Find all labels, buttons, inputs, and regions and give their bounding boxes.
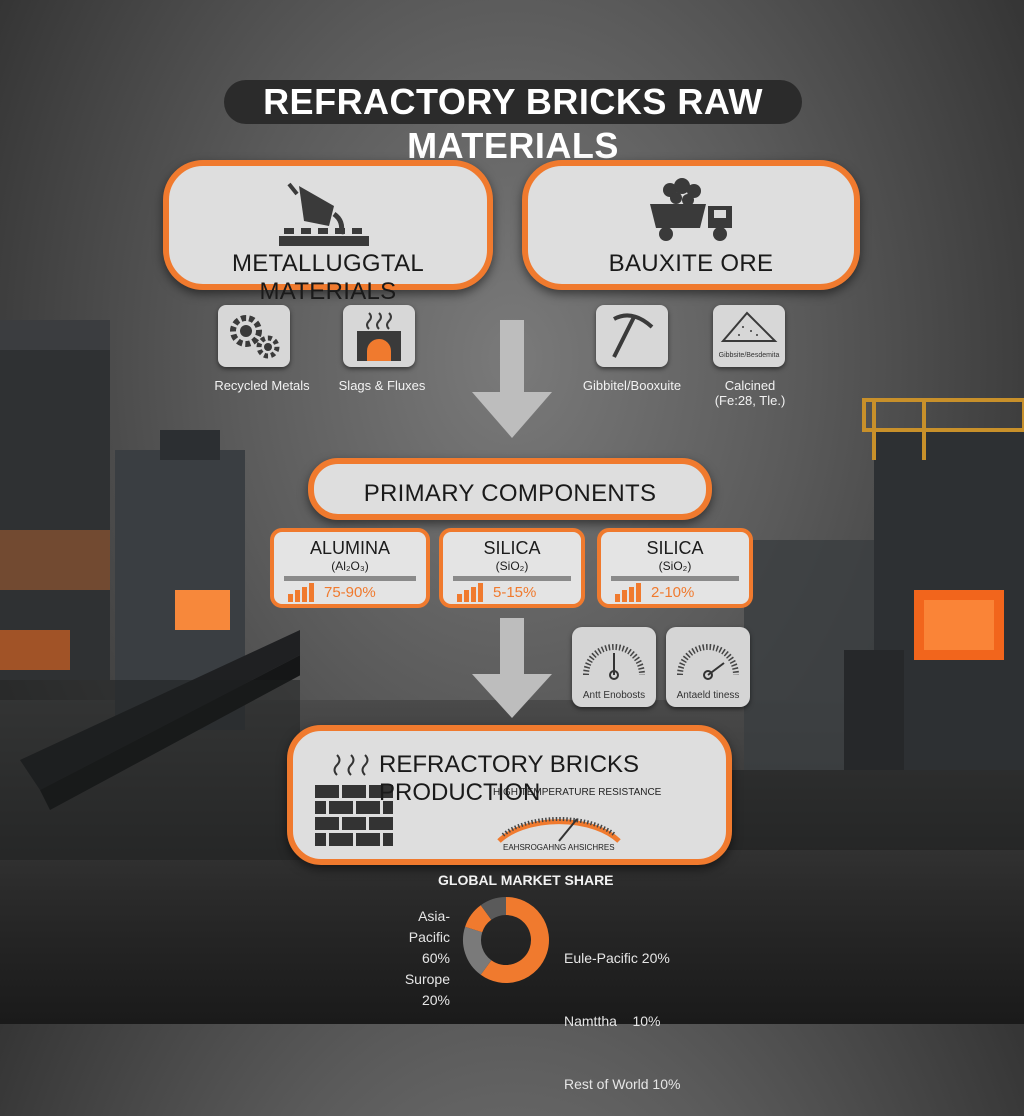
gauge-icon <box>583 644 645 680</box>
market-share-donut-chart <box>463 897 549 983</box>
market-legend-left: Asia-Pacific 60% Surope 20% <box>380 906 450 1011</box>
kiln-furnace-machinery <box>724 398 1024 850</box>
component-formula: (Al₂O₃) <box>331 559 369 573</box>
production-subtitle: HIGH TEMPERATURE RESISTANCE <box>493 787 662 798</box>
component-name: SILICA <box>646 538 704 558</box>
refractory-production-card: REFRACTORY BRICKS PRODUCTION HIGH TEMPER… <box>287 725 732 865</box>
primary-components-card: PRIMARY COMPONENTS <box>308 458 712 520</box>
powder-pile-icon: Gibbsite/Besdemita <box>719 311 780 359</box>
gauge-label: Antaeld tiness <box>676 690 740 701</box>
component-bar <box>453 576 571 581</box>
pickaxe-icon <box>612 313 654 358</box>
slags-fluxes-caption: Slags & Fluxes <box>338 378 426 393</box>
metallurgical-materials-card: METALLUGGTAL MATERIALS <box>163 160 493 305</box>
calcined-caption: Calcined (Fe:28, Tle.) <box>714 378 786 408</box>
calcined-tile: Gibbsite/Besdemita <box>713 305 785 367</box>
gauge-tile: Antaeld tiness <box>666 627 750 707</box>
legend-line: Namttha 10% <box>564 1013 661 1029</box>
gauge-label: Antt Enobosts <box>582 690 646 701</box>
down-arrow-icon <box>472 320 552 438</box>
component-card: SILICA (SiO₂) 2-10% <box>597 528 753 608</box>
production-label: REFRACTORY BRICKS PRODUCTION <box>379 751 640 806</box>
legend-line: Asia-Pacific <box>408 908 450 945</box>
dump-truck-icon <box>650 178 732 241</box>
market-legend-right: Eule-Pacific 20% Namttha 10% Rest of Wor… <box>564 906 680 1116</box>
bar-chart-icon <box>288 583 314 602</box>
bar-chart-icon <box>615 583 641 602</box>
brick-wall-icon <box>315 754 393 846</box>
industrial-press-machinery <box>0 320 300 860</box>
legend-line: Rest of World 10% <box>564 1076 681 1092</box>
component-bar <box>611 576 739 581</box>
component-name: ALUMINA <box>309 538 390 558</box>
gibbsite-caption: Gibbitel/Booxuite <box>582 378 682 393</box>
gibbsite-tile <box>596 305 668 367</box>
component-formula: (SiO₂) <box>495 559 529 573</box>
bauxite-ore-card: BAUXITE ORE <box>522 160 860 290</box>
component-name: SILICA <box>483 538 541 558</box>
component-card: ALUMINA (Al₂O₃) 75-90% <box>270 528 430 608</box>
market-share-title: GLOBAL MARKET SHARE <box>438 872 614 888</box>
bar-chart-icon <box>457 583 483 602</box>
component-bar <box>284 576 416 581</box>
legend-line: Surope 20% <box>404 971 450 1008</box>
gauge-tile: Antt Enobosts <box>572 627 656 707</box>
gears-icon <box>230 315 280 359</box>
metallurgical-materials-label: METALLUGGTAL MATERIALS <box>231 250 425 305</box>
down-arrow-icon <box>472 618 552 718</box>
bauxite-ore-label: BAUXITE ORE <box>608 250 774 277</box>
slags-fluxes-tile <box>343 305 415 367</box>
donut-slice-2 <box>465 905 492 933</box>
recycled-metals-caption: Recycled Metals <box>214 378 310 393</box>
recycled-metals-tile <box>218 305 290 367</box>
component-formula: (SiO₂) <box>658 559 692 573</box>
component-card: SILICA (SiO₂) 5-15% <box>439 528 585 608</box>
ladle-pour-icon <box>279 182 369 246</box>
donut-slice-1 <box>463 926 492 975</box>
furnace-icon <box>357 312 401 361</box>
gauge-icon <box>677 644 739 680</box>
donut-slice-3 <box>480 897 507 921</box>
temperature-gauge-icon <box>497 816 621 843</box>
gauge-caption: EAHSROGAHNG AHSICHRES <box>503 843 615 852</box>
component-range: 75-90% <box>324 584 376 601</box>
legend-line: 60% <box>421 950 450 966</box>
page-title: REFRACTORY BRICKS RAW MATERIALS <box>224 80 802 166</box>
component-range: 5-15% <box>493 584 537 601</box>
legend-line: Eule-Pacific 20% <box>564 950 670 966</box>
calcined-tile-text: Gibbsite/Besdemita <box>719 352 780 359</box>
donut-slice-0 <box>480 897 549 983</box>
primary-components-label: PRIMARY COMPONENTS <box>363 480 657 507</box>
component-range: 2-10% <box>651 584 695 601</box>
